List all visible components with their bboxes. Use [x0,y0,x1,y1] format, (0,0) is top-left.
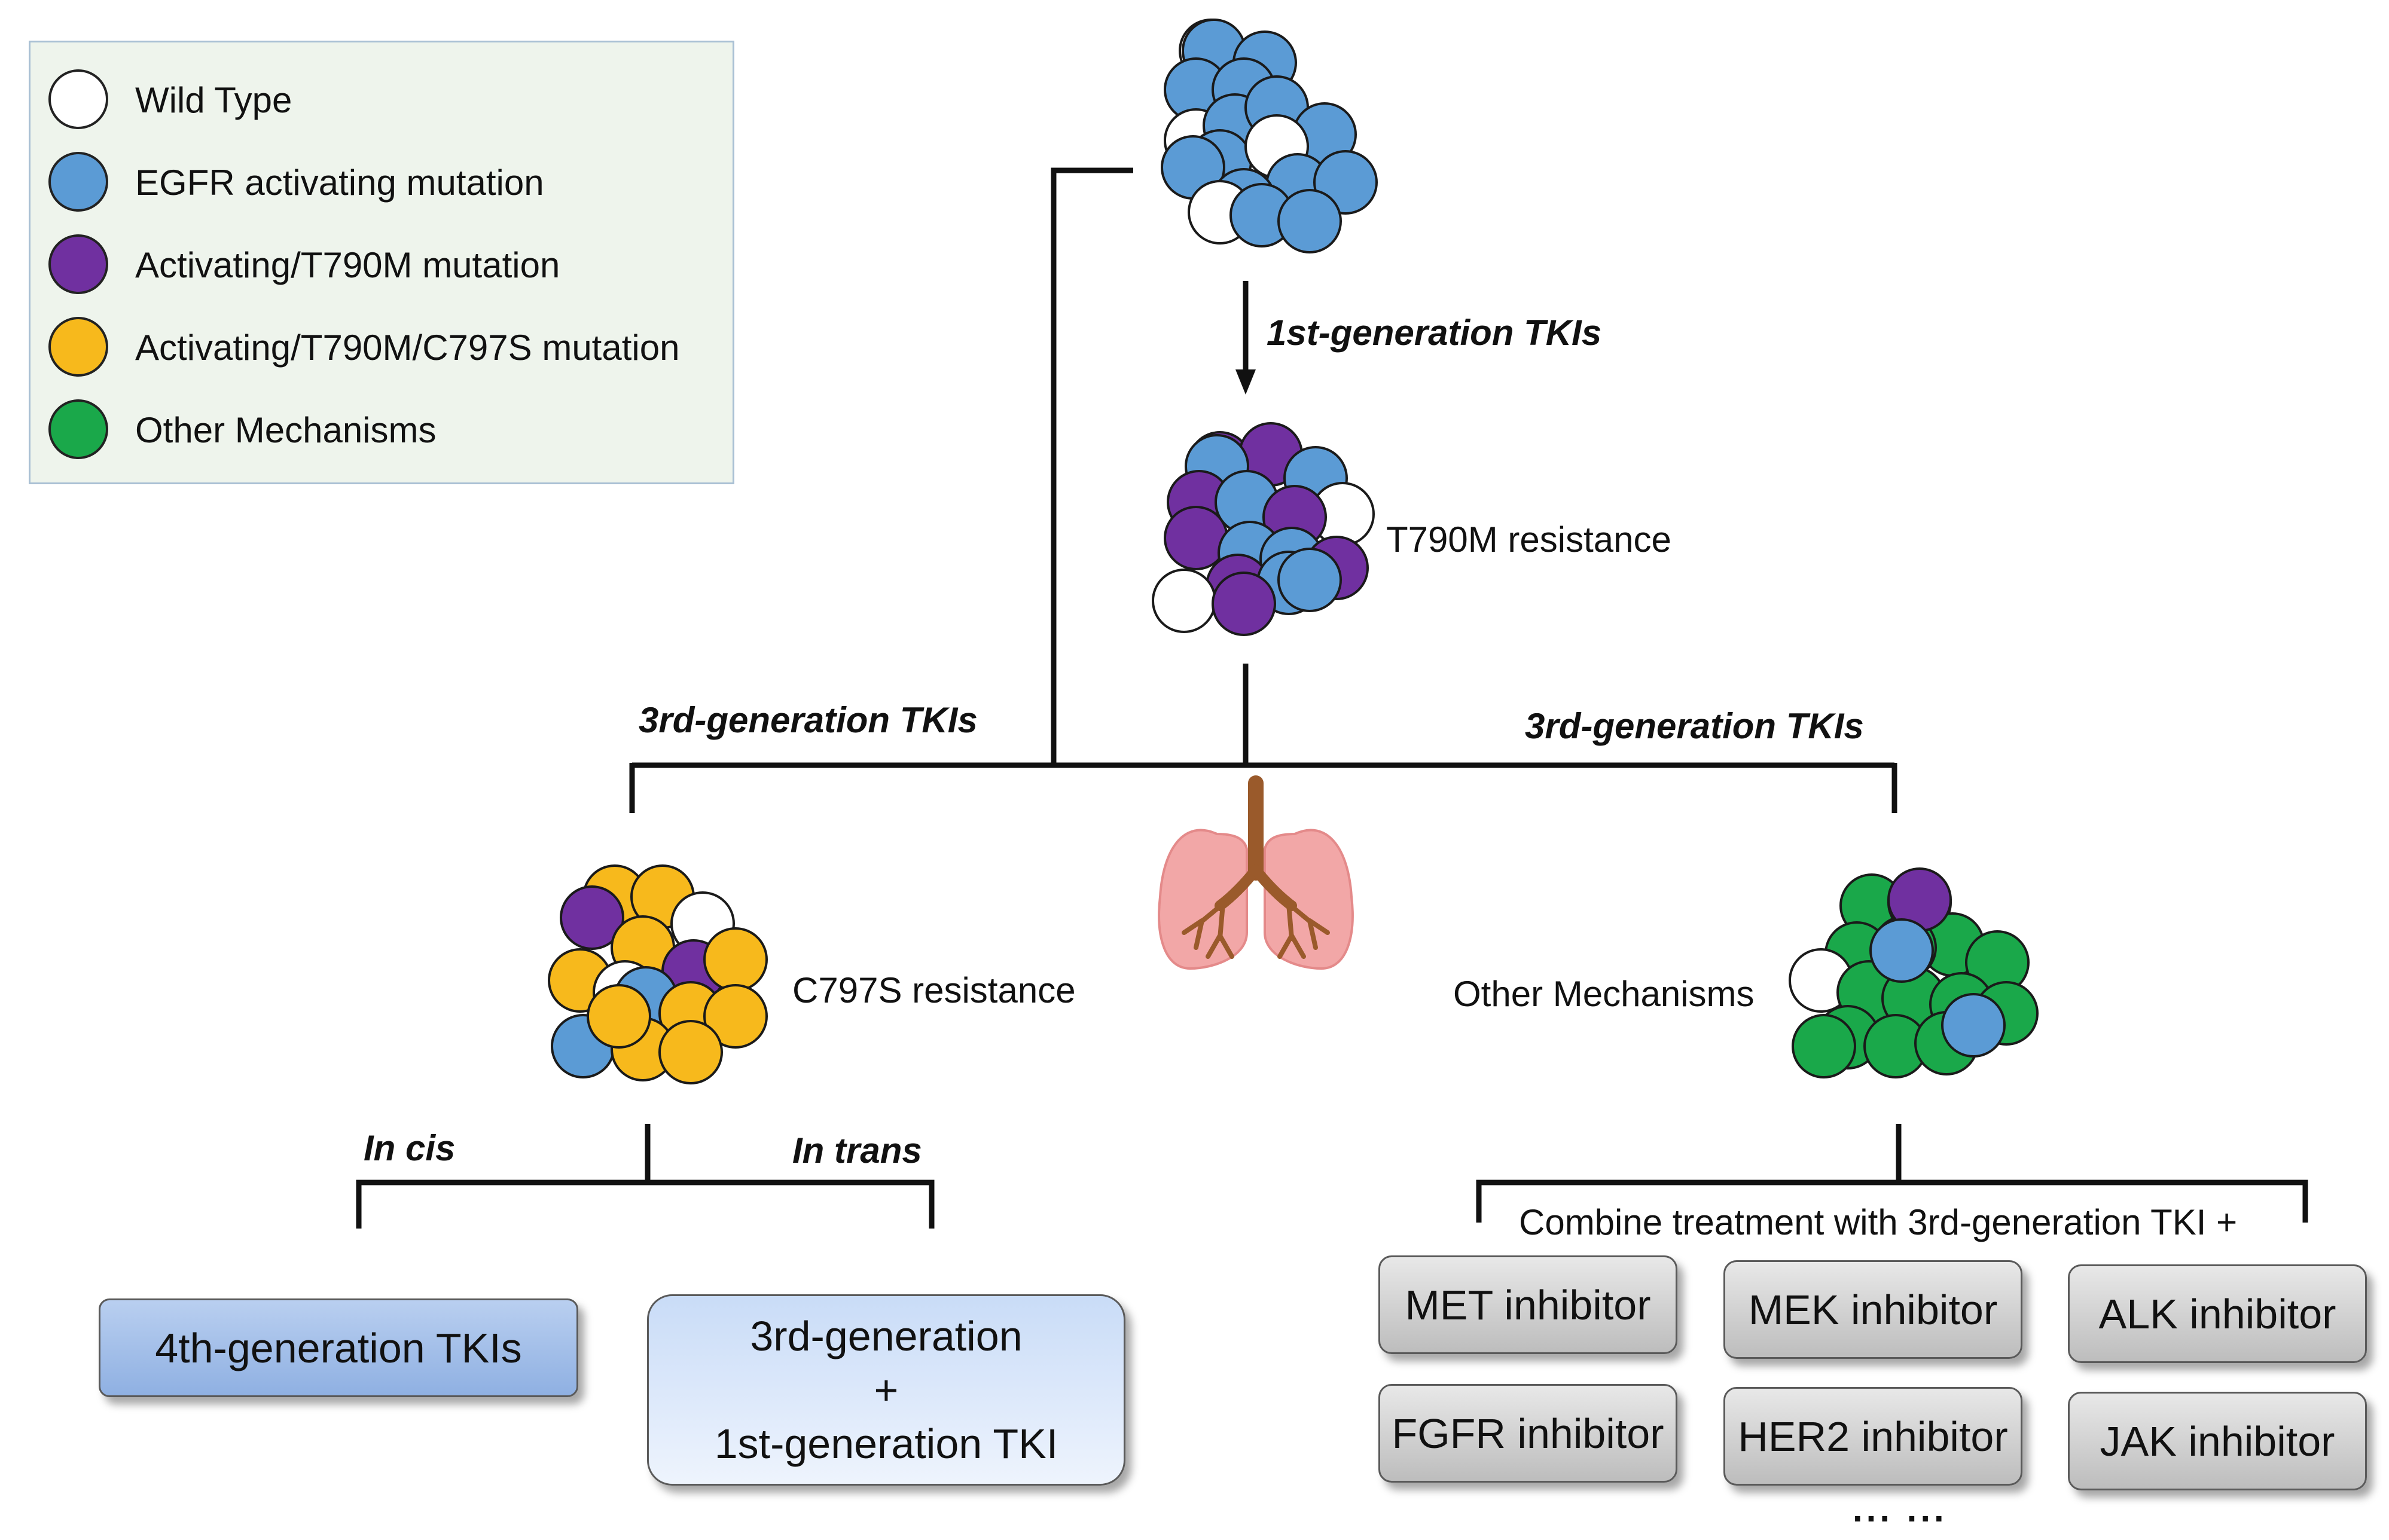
legend-dot-other [48,399,108,459]
legend-dot-t790m [48,234,108,294]
legend-label: Activating/T790M/C797S mutation [135,328,680,368]
legend-label: Activating/T790M mutation [135,245,560,285]
fourth-gen-tki-box: 4th-generation TKIs [99,1298,578,1397]
t790m-cell [1212,572,1276,636]
inhibitor-label: MET inhibitor [1405,1281,1651,1328]
first-gen-label: 1st-generation TKIs [1267,313,1602,353]
wild-cell [1152,569,1216,633]
legend-label: Other Mechanisms [135,410,437,450]
egfr-cell [1869,918,1934,983]
legend-label: EGFR activating mutation [135,163,544,203]
other-cell [1792,1014,1856,1078]
egfr-cell [1277,189,1342,253]
t790m-cell [560,885,624,950]
combo-tki-box: 3rd-generation + 1st-generation TKI [647,1294,1125,1486]
mek-inhibitor-box: MEK inhibitor [1723,1260,2022,1359]
c797s-cell [658,1020,723,1084]
legend-dot-c797s [48,317,108,377]
bronchi [1182,775,1330,959]
c797s-cell [703,927,768,992]
combo-line-2: + [874,1367,899,1413]
t790m-label: T790M resistance [1386,520,1671,560]
egfr-cell [1941,993,2006,1058]
legend-item-egfr: EGFR activating mutation [48,149,724,215]
t790m-cell [1164,506,1228,570]
c797s-cell [703,984,768,1049]
t790m-tumor-cluster [1152,422,1375,636]
inhibitor-label: JAK inhibitor [2100,1417,2335,1465]
third-gen-right-label: 3rd-generation TKIs [1525,706,1864,746]
combo-line-3: 1st-generation TKI [714,1420,1058,1467]
in-trans-label: In trans [792,1130,922,1171]
in-cis-label: In cis [364,1128,456,1168]
legend-label: Wild Type [135,80,292,120]
other-mechanisms-label: Other Mechanisms [1453,974,1755,1014]
left-lung [1158,829,1248,970]
fourth-gen-tki-label: 4th-generation TKIs [155,1324,522,1371]
legend-item-other: Other Mechanisms [48,396,724,462]
c797s-label: C797S resistance [792,970,1076,1010]
c797s-tumor-cluster [548,864,768,1084]
legend-item-c797s: Activating/T790M/C797S mutation [48,314,724,380]
c797s-cell [587,984,651,1049]
lungs-icon [1158,775,1354,970]
arrow-head [1235,369,1256,395]
legend: Wild Type EGFR activating mutation Activ… [29,41,734,484]
left-branch-line [1051,167,1133,765]
third-gen-left-label: 3rd-generation TKIs [639,700,978,740]
wild-type-tumor-cluster [1161,19,1378,253]
legend-dot-wild-type [48,69,108,129]
right-lung [1264,829,1354,970]
connector-lines [356,167,2308,1229]
met-inhibitor-box: MET inhibitor [1378,1255,1677,1354]
inhibitor-label: FGFR inhibitor [1392,1410,1664,1457]
egfr-cell [1277,548,1342,612]
her2-inhibitor-box: HER2 inhibitor [1723,1387,2022,1486]
legend-item-wild-type: Wild Type [48,66,724,132]
other-mechanisms-tumor-cluster [1789,867,2039,1078]
combo-line-1: 3rd-generation [750,1313,1023,1359]
cell-clusters [548,19,2039,1084]
inhibitor-label: HER2 inhibitor [1738,1413,2008,1460]
legend-item-t790m: Activating/T790M mutation [48,231,724,297]
cis-trans-bracket [356,1180,935,1229]
inhibitor-bracket [1476,1180,2308,1223]
alk-inhibitor-box: ALK inhibitor [2068,1264,2367,1363]
combine-label: Combine treatment with 3rd-generation TK… [1519,1202,2238,1242]
legend-dot-egfr [48,152,108,212]
jak-inhibitor-box: JAK inhibitor [2068,1392,2367,1490]
more-inhibitors-ellipsis: ... ... [1853,1489,1948,1529]
inhibitor-label: MEK inhibitor [1748,1286,1998,1333]
inhibitor-label: ALK inhibitor [2098,1290,2336,1337]
fgfr-inhibitor-box: FGFR inhibitor [1378,1384,1677,1483]
